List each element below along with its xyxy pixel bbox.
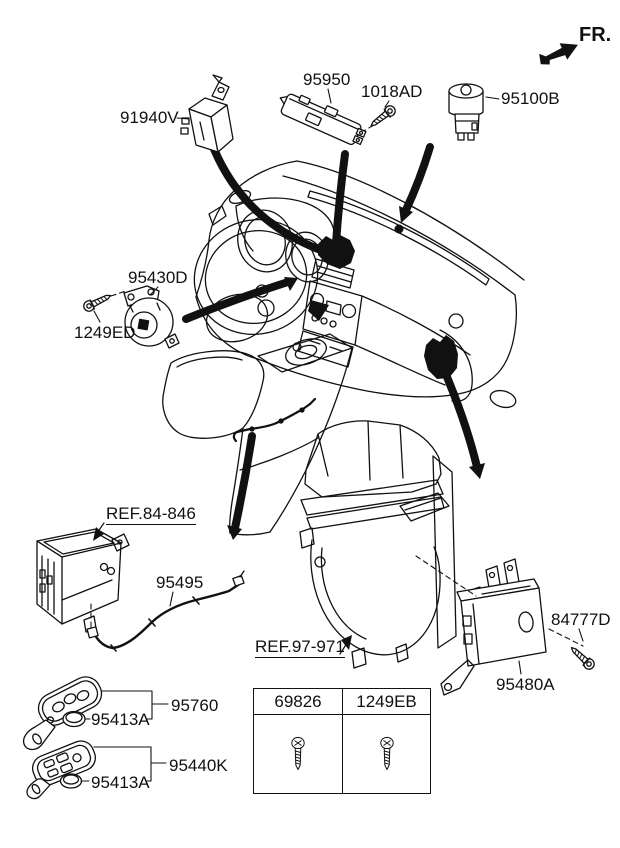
screw-1249ed-illustration <box>83 294 112 312</box>
photo-sensor-illustration <box>448 83 484 141</box>
fr-direction-arrow-icon <box>539 43 578 65</box>
part-label-95480a: 95480A <box>496 675 555 694</box>
fastener-table-header-row: 69826 1249EB <box>254 689 430 715</box>
console-wiring-illustration <box>232 397 317 443</box>
fastener-cell-1249eb <box>342 715 430 793</box>
label-leader-lines <box>80 88 584 782</box>
ref-link-84-846[interactable]: REF.84-846 <box>106 504 196 525</box>
part-label-84777d: 84777D <box>551 610 611 629</box>
center-console-illustration <box>162 333 353 536</box>
fastener-column-header-1249eb: 1249EB <box>342 689 430 714</box>
remote-key-illustration <box>22 676 103 751</box>
part-label-1018ad: 1018AD <box>361 82 423 101</box>
screw-84777d-illustration <box>570 646 595 670</box>
part-label-95760: 95760 <box>171 696 219 715</box>
part-label-95950: 95950 <box>303 70 351 89</box>
ref-arrow-lines <box>96 522 348 655</box>
dashboard-illustration <box>193 160 525 409</box>
screw-1018ad-illustration <box>370 105 396 127</box>
front-direction-label: FR. <box>579 24 612 46</box>
fastener-table: 69826 1249EB <box>253 688 431 794</box>
smart-key-illustration <box>26 740 97 800</box>
part-label-95413a-upper: 95413A <box>91 710 150 729</box>
relay-module-illustration <box>180 74 234 153</box>
part-label-95440k: 95440K <box>169 756 228 775</box>
wiring-harness-illustration <box>86 570 245 652</box>
ref-link-97-971[interactable]: REF.97-971 <box>255 637 345 658</box>
tpms-module-illustration <box>440 558 547 696</box>
leader-arrows <box>182 143 481 532</box>
coin-battery-lower-illustration <box>59 773 83 789</box>
part-label-95413a-lower: 95413A <box>91 773 150 792</box>
arrowheads-and-mount-blobs <box>93 206 485 650</box>
buzzer-illustration <box>123 285 180 349</box>
part-label-95430d: 95430D <box>128 268 188 287</box>
coin-battery-upper-illustration <box>62 710 86 728</box>
bracket-module-illustration <box>279 93 367 146</box>
fastener-column-header-69826: 69826 <box>274 691 322 711</box>
fastener-table-body-row <box>254 715 430 793</box>
screw-icon <box>379 736 394 770</box>
part-label-91940v: 91940V <box>120 108 179 127</box>
part-label-95495: 95495 <box>156 573 204 592</box>
screw-icon <box>291 736 305 770</box>
heater-unit-illustration <box>299 420 457 669</box>
fastener-cell-69826 <box>254 715 342 793</box>
part-label-1249ed: 1249ED <box>74 323 136 342</box>
crash-pad-tray-illustration <box>36 528 130 633</box>
part-label-95100b: 95100B <box>501 89 560 108</box>
